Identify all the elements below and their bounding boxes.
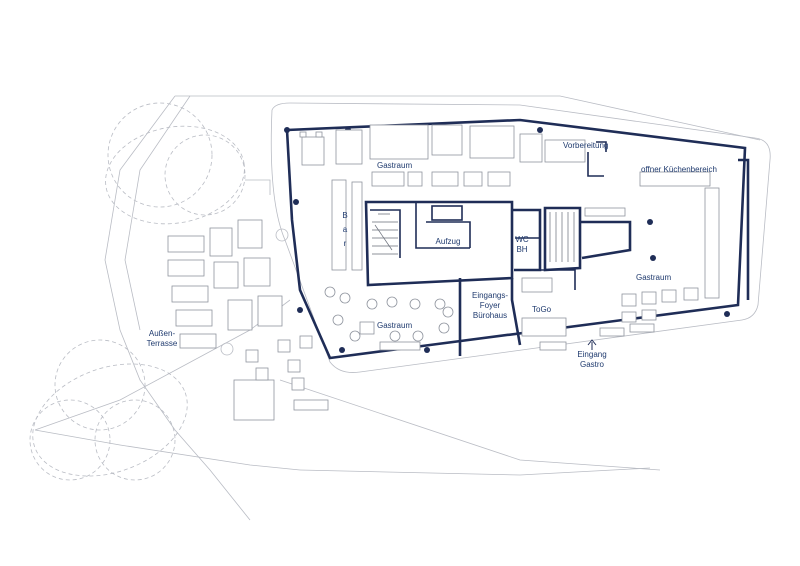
terrace-furniture [167, 219, 329, 421]
label-foyer-1: Eingangs- [472, 291, 508, 300]
core [364, 141, 750, 356]
furniture-north [299, 124, 720, 299]
label-gastraum-east: Gastraum [636, 273, 671, 282]
furniture-east [521, 277, 699, 351]
label-entrance-1: Eingang [577, 350, 606, 359]
label-togo: ToGo [532, 305, 552, 314]
trees [29, 102, 289, 481]
label-gastraum-south: Gastraum [377, 321, 412, 330]
label-vorbereitung: Vorbereitung [563, 141, 608, 150]
label-bar-r: r [344, 239, 347, 248]
entrance-arrow-icon [587, 339, 597, 350]
furniture-south [324, 286, 454, 351]
label-gastraum-north: Gastraum [377, 161, 412, 170]
label-terrace-2: Terrasse [147, 339, 178, 348]
label-kitchen: offner Küchenbereich [641, 165, 717, 174]
label-entrance-2: Gastro [580, 360, 605, 369]
label-bar-b: B [342, 211, 347, 220]
label-bar-a: a [343, 225, 348, 234]
label-foyer-2: Foyer [480, 301, 501, 310]
label-foyer-3: Bürohaus [473, 311, 507, 320]
label-bh: BH [516, 245, 527, 254]
site-lines [34, 95, 761, 521]
label-wc: WC [515, 235, 529, 244]
label-terrace-1: Außen- [149, 329, 176, 338]
label-aufzug: Aufzug [436, 237, 461, 246]
room-labels: Gastraum B a r Aufzug WC BH Vorbereitung… [147, 141, 717, 369]
